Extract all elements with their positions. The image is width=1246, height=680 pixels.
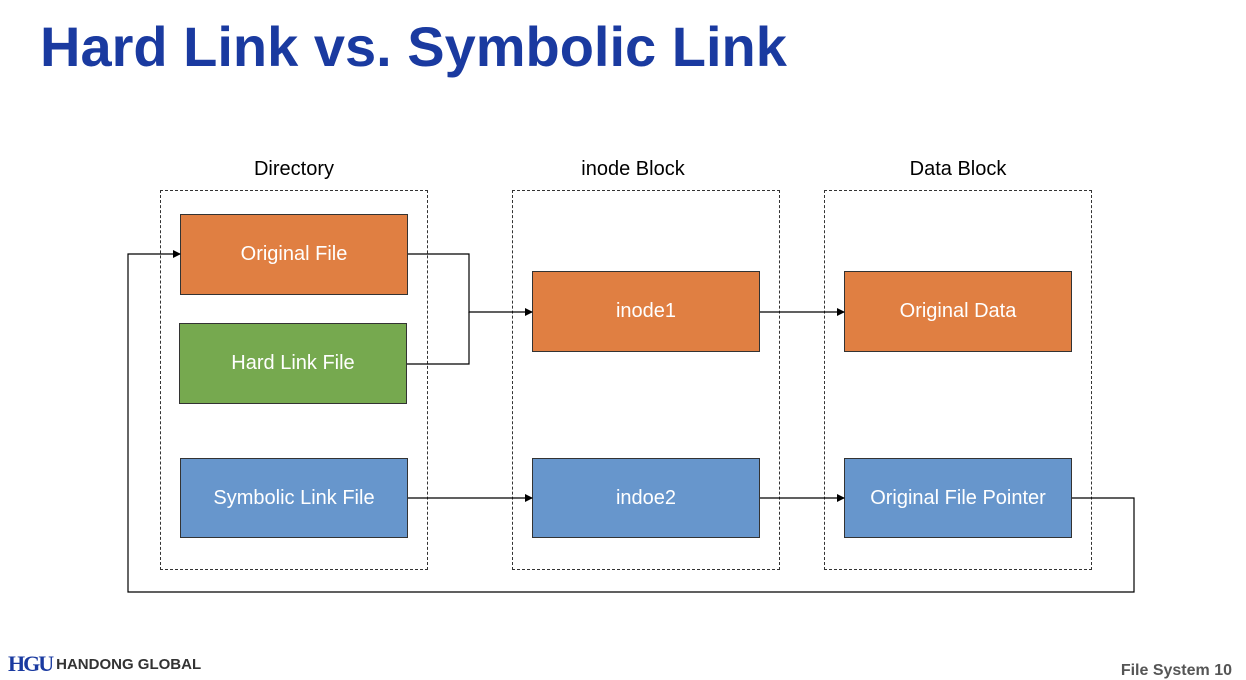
arrow-hardlink-to-inode1 (407, 312, 470, 365)
arrow-original-to-inode1 (408, 253, 533, 316)
arrow-pointer-to-original (127, 250, 1135, 593)
original-file-pointer-node: Original File Pointer (844, 458, 1072, 538)
logo-text: HANDONG GLOBAL (56, 655, 202, 673)
symbolic-link-file-node: Symbolic Link File (180, 458, 408, 538)
inode1-node: inode1 (532, 271, 760, 352)
inode2-node: indoe2 (532, 458, 760, 538)
inode-block-group (512, 190, 780, 570)
original-file-node: Original File (180, 214, 408, 295)
group-label-data-block: Data Block (909, 158, 1007, 180)
data-block-group (824, 190, 1092, 570)
group-label-directory: Directory (253, 158, 334, 180)
page-info: File System 10 (1120, 662, 1232, 679)
hard-link-file-node: Hard Link File (179, 323, 407, 404)
group-label-inode-block: inode Block (581, 158, 685, 180)
slide-title: Hard Link vs. Symbolic Link (40, 15, 787, 78)
handong-logo: HGU HANDONG GLOBAL (8, 652, 201, 676)
logo-mark: HGU (8, 652, 54, 676)
directory-group (160, 190, 428, 570)
original-data-node: Original Data (844, 271, 1072, 352)
